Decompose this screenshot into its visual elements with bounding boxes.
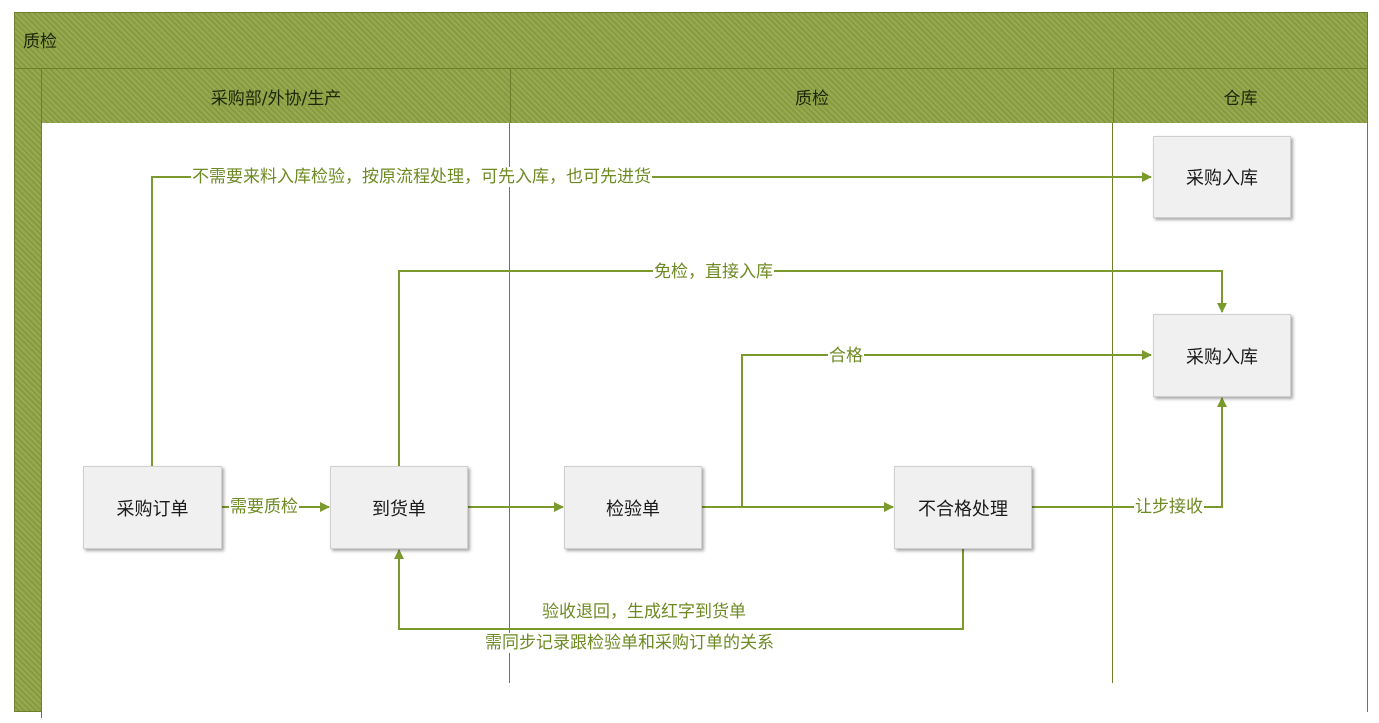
edge-concession (1032, 397, 1227, 508)
lane-label-qc: 质检 (795, 88, 829, 109)
node-stock-in-1-label: 采购入库 (1186, 168, 1258, 189)
node-arrival-note: 到货单 (330, 466, 468, 549)
lane-separator-2 (1112, 123, 1113, 683)
edge-no-inspection (151, 172, 1152, 466)
node-inspection-sheet-label: 检验单 (606, 498, 660, 520)
node-nonconforming-label: 不合格处理 (918, 498, 1008, 520)
lane-header-qc: 质检 (510, 68, 1113, 123)
node-purchase-order-label: 采购订单 (116, 498, 189, 520)
label-return-line2: 需同步记录跟检验单和采购订单的关系 (484, 633, 775, 653)
lane-label-warehouse: 仓库 (1223, 88, 1258, 109)
edge-return (394, 549, 964, 630)
node-stock-in-2: 采购入库 (1153, 314, 1291, 397)
node-arrival-note-label: 到货单 (372, 498, 426, 520)
label-need-qc: 需要质检 (229, 497, 299, 517)
label-no-inspection: 不需要来料入库检验，按原流程处理，可先入库，也可先进货 (191, 167, 652, 187)
node-purchase-order: 采购订单 (83, 466, 222, 549)
flow-connectors (151, 172, 1227, 630)
label-return-line1: 验收退回，生成红字到货单 (542, 602, 746, 622)
lane-header-purchasing: 采购部/外协/生产 (42, 68, 510, 123)
lane-header-warehouse: 仓库 (1113, 68, 1367, 123)
lane-side-band (15, 68, 42, 718)
label-qualified: 合格 (828, 346, 864, 366)
swimlane-pool: 质检 采购部/外协/生产 质检 仓库 (14, 12, 1368, 723)
edge-exempt (398, 270, 1227, 466)
lane-body (42, 123, 1367, 723)
label-exempt: 免检，直接入库 (653, 262, 774, 282)
edge-qualified (741, 350, 1152, 507)
node-stock-in-1: 采购入库 (1153, 136, 1291, 218)
node-inspection-sheet: 检验单 (564, 466, 702, 549)
pool-title: 质检 (23, 32, 57, 52)
node-nonconforming: 不合格处理 (894, 466, 1032, 549)
node-stock-in-2-label: 采购入库 (1186, 346, 1258, 368)
lane-separator-1 (509, 123, 510, 683)
lane-label-purchasing: 采购部/外协/生产 (210, 88, 342, 109)
label-concession: 让步接收 (1134, 497, 1204, 517)
